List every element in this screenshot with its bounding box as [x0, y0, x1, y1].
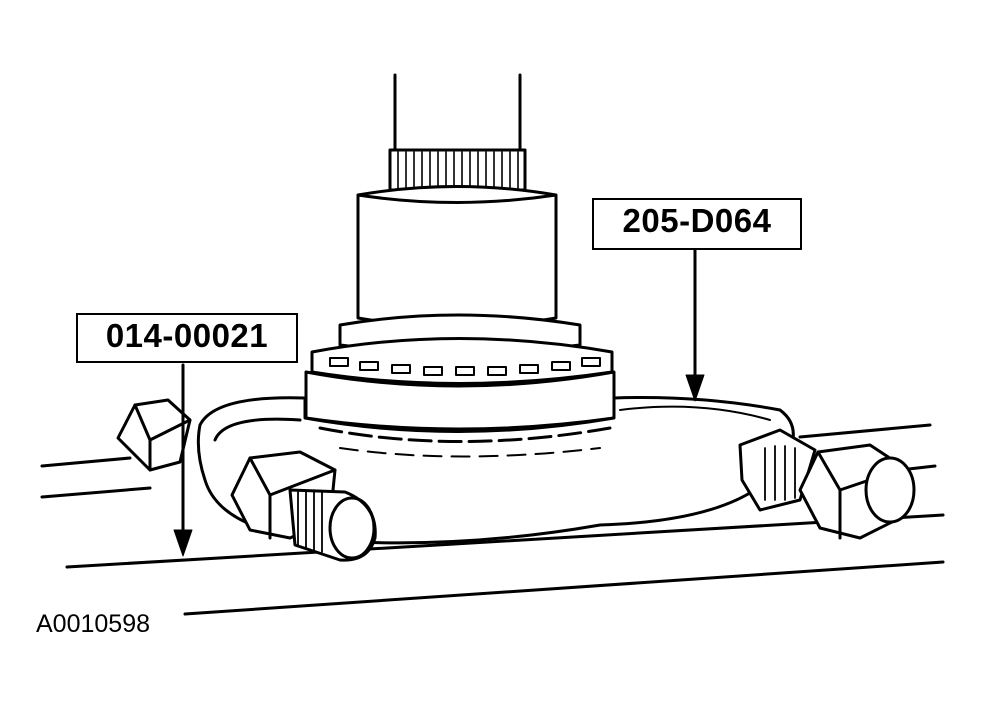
callout-tool-014-00021: 014-00021 [76, 313, 298, 363]
bolt-back-left [116, 398, 192, 472]
bench-rails [40, 423, 945, 616]
bearing [304, 337, 616, 431]
shaft [388, 73, 527, 192]
bolt-front-left [230, 450, 377, 562]
bolt-right [738, 428, 916, 540]
figure-id: A0010598 [36, 610, 151, 638]
callout-tool-205-d064: 205-D064 [592, 198, 802, 250]
leader-arrows [173, 248, 705, 557]
hub-body [338, 185, 582, 354]
